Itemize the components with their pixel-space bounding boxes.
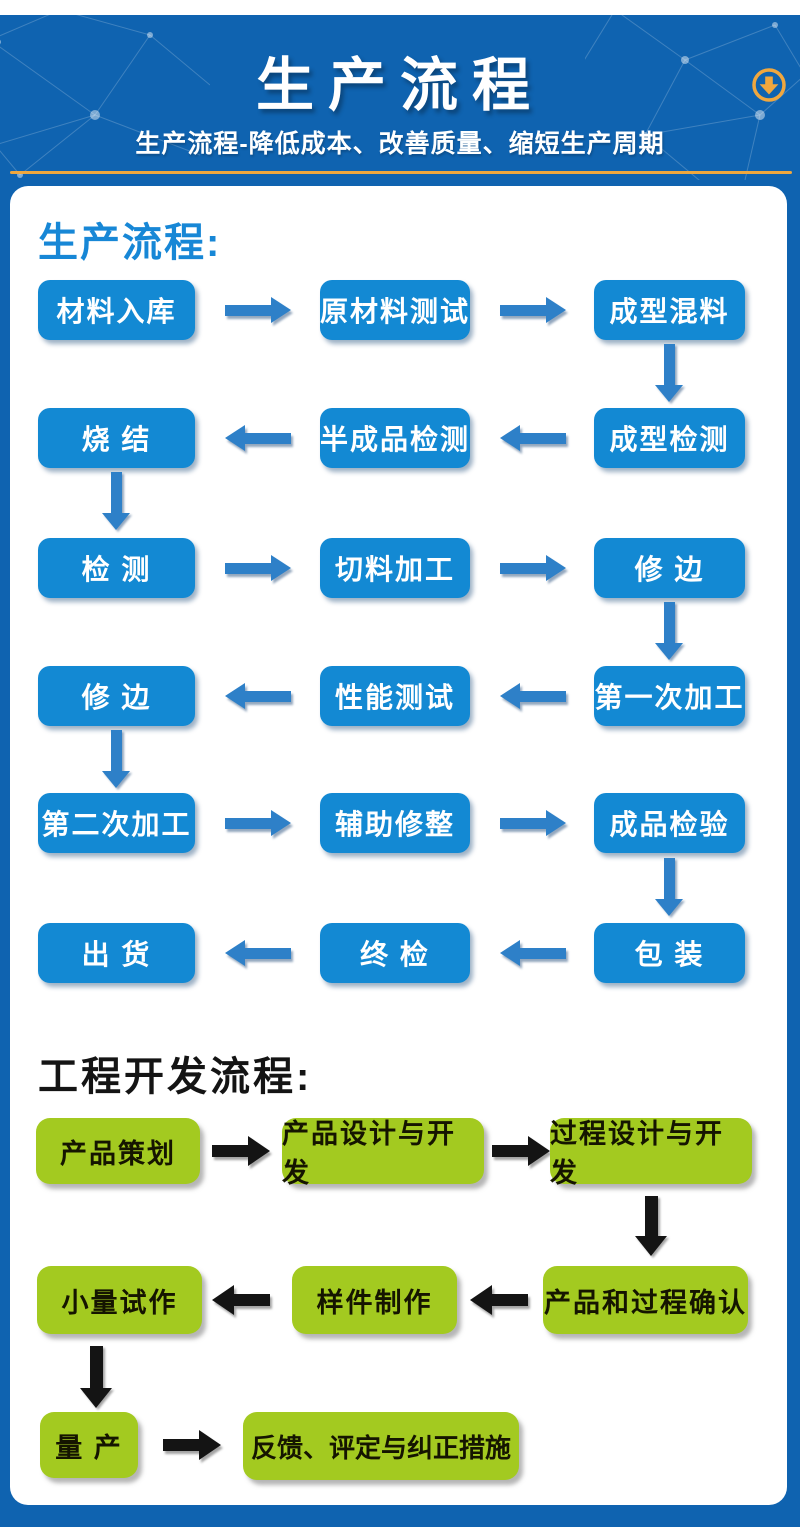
step-label: 第一次加工	[594, 682, 745, 713]
arrow-right-icon	[500, 555, 566, 581]
arrow-right-icon	[500, 297, 566, 323]
production-flow-heading: 生产流程:	[38, 221, 222, 265]
arrow-right-icon	[500, 810, 566, 836]
prod-step-mix: 成型混料	[594, 280, 745, 340]
arrow-left-icon	[212, 1285, 270, 1315]
prod-step-final-inspection: 成品检验	[594, 793, 745, 853]
eng-step-product-planning: 产品策划	[36, 1118, 200, 1184]
prod-step-trim-1: 修 边	[594, 538, 745, 598]
step-label: 产品和过程确认	[544, 1287, 747, 1318]
prod-step-packaging: 包 装	[594, 923, 745, 983]
arrow-down-icon	[101, 472, 131, 530]
eng-step-feedback-corrective: 反馈、评定与纠正措施	[243, 1412, 519, 1480]
eng-step-process-design: 过程设计与开发	[550, 1118, 752, 1188]
arrow-left-icon	[225, 425, 291, 451]
prod-step-second-machining: 第二次加工	[38, 793, 195, 853]
step-label: 检 测	[81, 554, 152, 585]
arrow-right-icon	[163, 1430, 221, 1460]
arrow-left-icon	[225, 683, 291, 709]
arrow-left-icon	[500, 683, 566, 709]
step-label: 原材料测试	[320, 296, 471, 327]
arrow-down-icon	[80, 1346, 112, 1408]
prod-step-final-check: 终 检	[320, 923, 470, 983]
step-label: 成品检验	[609, 809, 730, 840]
eng-step-product-design: 产品设计与开发	[282, 1118, 484, 1188]
step-label: 辅助修整	[334, 809, 455, 840]
arrow-right-icon	[225, 810, 291, 836]
arrow-right-icon	[225, 297, 291, 323]
arrow-down-icon	[654, 602, 684, 660]
step-label: 出 货	[81, 939, 152, 970]
download-icon[interactable]	[750, 66, 788, 104]
arrow-left-icon	[500, 425, 566, 451]
arrow-left-icon	[470, 1285, 528, 1315]
page-subtitle: 生产流程-降低成本、改善质量、缩短生产周期	[135, 130, 665, 158]
step-label: 烧 结	[81, 424, 152, 455]
prod-step-inspect: 检 测	[38, 538, 195, 598]
eng-step-sample-making: 样件制作	[292, 1266, 457, 1334]
step-label: 切料加工	[334, 554, 455, 585]
arrow-right-icon	[212, 1136, 270, 1166]
step-label: 材料入库	[56, 296, 177, 327]
prod-step-mold-check: 成型检测	[594, 408, 745, 468]
prod-step-first-machining: 第一次加工	[594, 666, 745, 726]
engineering-flow-heading: 工程开发流程:	[38, 1055, 313, 1099]
step-label: 小量试作	[61, 1287, 178, 1318]
prod-step-semi-check: 半成品检测	[320, 408, 470, 468]
arrow-right-icon	[492, 1136, 550, 1166]
step-label: 第二次加工	[41, 809, 192, 840]
arrow-left-icon	[500, 940, 566, 966]
prod-step-perf-test: 性能测试	[320, 666, 470, 726]
prod-step-cutting: 切料加工	[320, 538, 470, 598]
prod-step-aux-finishing: 辅助修整	[320, 793, 470, 853]
arrow-down-icon	[635, 1196, 667, 1256]
step-label: 成型检测	[609, 424, 730, 455]
prod-step-trim-2: 修 边	[38, 666, 195, 726]
step-label: 终 检	[360, 939, 430, 970]
arrow-down-icon	[654, 858, 684, 916]
prod-step-raw-test: 原材料测试	[320, 280, 470, 340]
step-label: 反馈、评定与纠正措施	[250, 1432, 511, 1463]
eng-step-mass-production: 量 产	[40, 1412, 138, 1478]
prod-step-material-in: 材料入库	[38, 280, 195, 340]
arrow-down-icon	[654, 344, 684, 402]
step-label: 产品设计与开发	[282, 1119, 456, 1188]
step-label: 成型混料	[609, 296, 730, 327]
step-label: 包 装	[634, 939, 705, 970]
step-label: 量 产	[55, 1432, 123, 1463]
step-label: 修 边	[634, 554, 705, 585]
step-label: 产品策划	[60, 1138, 176, 1169]
arrow-down-icon	[101, 730, 131, 788]
prod-step-ship: 出 货	[38, 923, 195, 983]
page-title: 生产流程	[255, 53, 544, 118]
step-label: 过程设计与开发	[550, 1119, 724, 1188]
eng-step-small-trial: 小量试作	[37, 1266, 202, 1334]
arrow-left-icon	[225, 940, 291, 966]
step-label: 修 边	[81, 682, 152, 713]
arrow-right-icon	[225, 555, 291, 581]
prod-step-sinter: 烧 结	[38, 408, 195, 468]
gold-divider	[10, 171, 792, 174]
step-label: 半成品检测	[320, 424, 471, 455]
eng-step-product-process-confirm: 产品和过程确认	[543, 1266, 748, 1334]
step-label: 性能测试	[334, 682, 455, 713]
step-label: 样件制作	[316, 1287, 433, 1318]
